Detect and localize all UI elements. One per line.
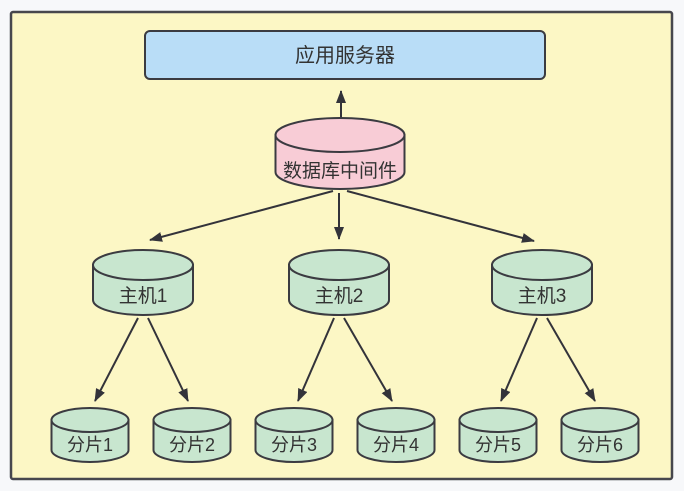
- arrow-host3-shard6: [546, 317, 596, 402]
- host3-node: 主机3: [491, 249, 593, 316]
- arrow-host1-shard1: [94, 317, 139, 402]
- host3-cylinder-top: [491, 249, 593, 281]
- shard3-label: 分片3: [271, 435, 317, 455]
- host3-label: 主机3: [518, 285, 567, 307]
- middleware-node: 数据库中间件: [274, 117, 406, 190]
- arrow-middleware-host3: [346, 190, 535, 243]
- shard4-cylinder-top: [356, 407, 436, 433]
- shard1-label: 分片1: [67, 435, 113, 455]
- shard3-node: 分片3: [254, 407, 334, 463]
- edge-layer: [94, 90, 596, 402]
- arrow-host2-shard3: [297, 317, 335, 402]
- host1-cylinder-top: [92, 249, 194, 281]
- arrow-middleware-host1: [149, 190, 334, 242]
- host1-node: 主机1: [92, 249, 194, 316]
- host2-node: 主机2: [288, 249, 390, 316]
- host1-label: 主机1: [119, 285, 168, 307]
- arrow-host1-shard2: [147, 317, 189, 402]
- shard6-label: 分片6: [577, 435, 623, 455]
- shard2-label: 分片2: [169, 435, 215, 455]
- middleware-label: 数据库中间件: [283, 160, 397, 182]
- arrow-host3-shard5: [500, 317, 538, 402]
- middleware-cylinder-top: [274, 117, 406, 153]
- host2-label: 主机2: [315, 285, 364, 307]
- shard5-label: 分片5: [475, 435, 521, 455]
- shard6-cylinder-top: [560, 407, 640, 433]
- shard4-node: 分片4: [356, 407, 436, 463]
- diagram-frame: [9, 10, 674, 481]
- shard5-node: 分片5: [458, 407, 538, 463]
- shard2-node: 分片2: [152, 407, 232, 463]
- shard3-cylinder-top: [254, 407, 334, 433]
- app-server-node: 应用服务器: [144, 30, 546, 80]
- shard5-cylinder-top: [458, 407, 538, 433]
- app-server-label: 应用服务器: [295, 44, 395, 67]
- host2-cylinder-top: [288, 249, 390, 281]
- shard6-node: 分片6: [560, 407, 640, 463]
- shard4-label: 分片4: [373, 435, 419, 455]
- shard1-cylinder-top: [50, 407, 130, 433]
- arrow-host2-shard4: [343, 317, 393, 402]
- shard2-cylinder-top: [152, 407, 232, 433]
- app-server-box: [144, 30, 546, 80]
- shard1-node: 分片1: [50, 407, 130, 463]
